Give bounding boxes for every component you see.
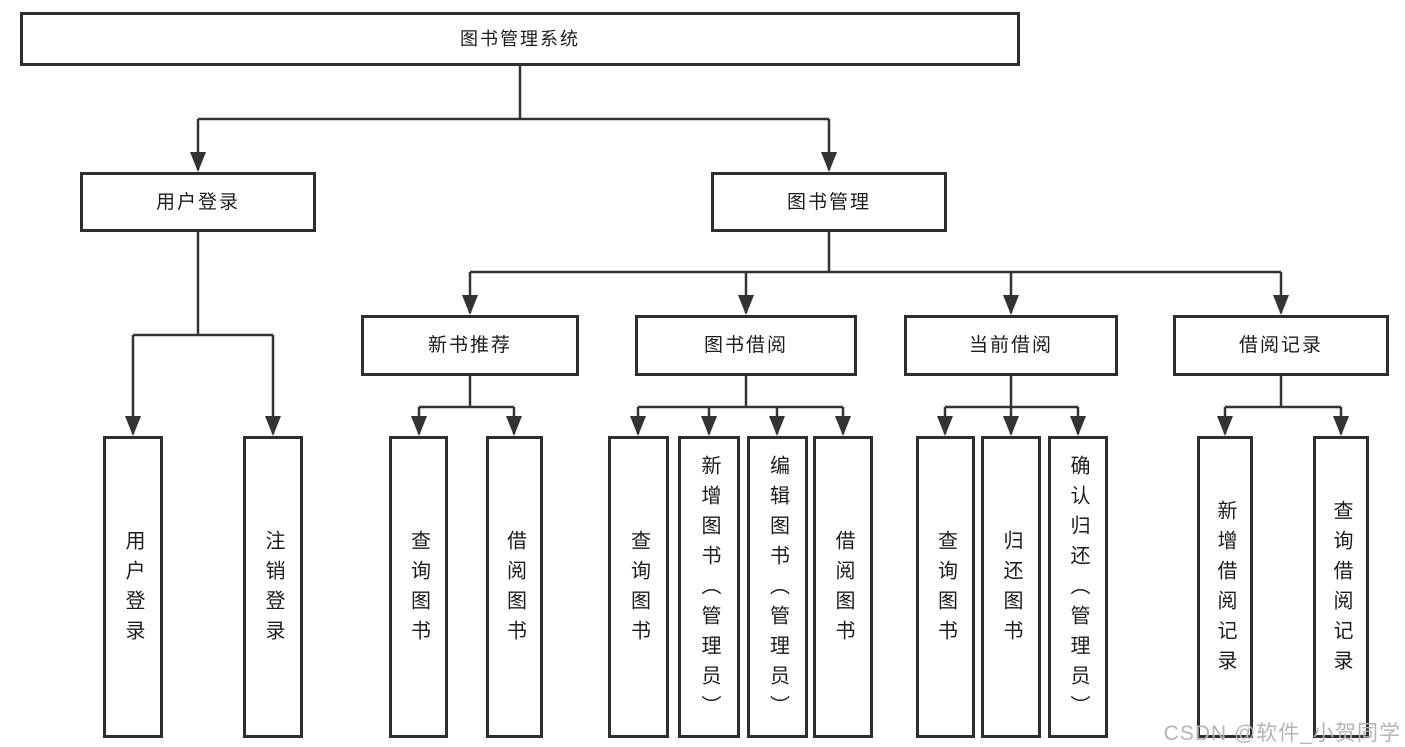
leaf-confirm-return-admin: 确认归还（管理员） [1048,436,1108,738]
arrowheads [125,152,1349,436]
connector-newbook-to-leaves [417,376,516,434]
leaf-borrow-books: 借阅图书 [813,436,873,738]
arrow-down-icon [1333,416,1349,436]
arrow-down-icon [1273,295,1289,315]
node-current-borrow: 当前借阅 [904,315,1118,376]
csdn-watermark: CSDN @软件_小贺同学 [1163,722,1401,745]
arrow-down-icon [1003,295,1019,315]
arrow-down-icon [1217,416,1233,436]
leaf-add-books-admin: 新增图书（管理员） [678,436,740,738]
arrow-down-icon [411,416,427,436]
arrow-down-icon [630,416,646,436]
leaf-query-books: 查询图书 [916,436,975,738]
arrow-down-icon [1003,416,1019,436]
arrow-down-icon [265,416,281,436]
connector-bookmgmt-to-level3 [468,232,1283,313]
node-new-book-recommend: 新书推荐 [361,315,579,376]
node-book-borrow: 图书借阅 [635,315,857,376]
node-user-login: 用户登录 [80,172,316,232]
arrow-down-icon [125,416,141,436]
connector-root-to-level2 [196,66,831,170]
connector-borrow-to-leaves [636,376,845,434]
arrow-down-icon [190,152,206,172]
leaf-logout: 注销登录 [243,436,303,738]
arrow-down-icon [835,416,851,436]
leaf-add-borrow-record: 新增借阅记录 [1197,436,1253,738]
arrow-down-icon [462,295,478,315]
leaf-user-login: 用户登录 [103,436,163,738]
arrow-down-icon [1070,416,1086,436]
leaf-return-books: 归还图书 [981,436,1041,738]
node-borrow-records: 借阅记录 [1173,315,1389,376]
arrow-down-icon [738,295,754,315]
leaf-query-books: 查询图书 [608,436,669,738]
leaf-edit-books-admin: 编辑图书（管理员） [747,436,808,738]
node-root-library-system: 图书管理系统 [20,12,1020,66]
arrow-down-icon [701,416,717,436]
arrow-down-icon [769,416,785,436]
arrow-down-icon [506,416,522,436]
connector-records-to-leaves [1223,376,1343,434]
node-book-management: 图书管理 [711,172,947,232]
arrow-down-icon [821,152,837,172]
leaf-query-borrow-record: 查询借阅记录 [1313,436,1369,738]
leaf-borrow-books: 借阅图书 [486,436,543,738]
arrow-down-icon [937,416,953,436]
leaf-query-books: 查询图书 [389,436,448,738]
connector-userlogin-to-leaves [131,232,275,434]
